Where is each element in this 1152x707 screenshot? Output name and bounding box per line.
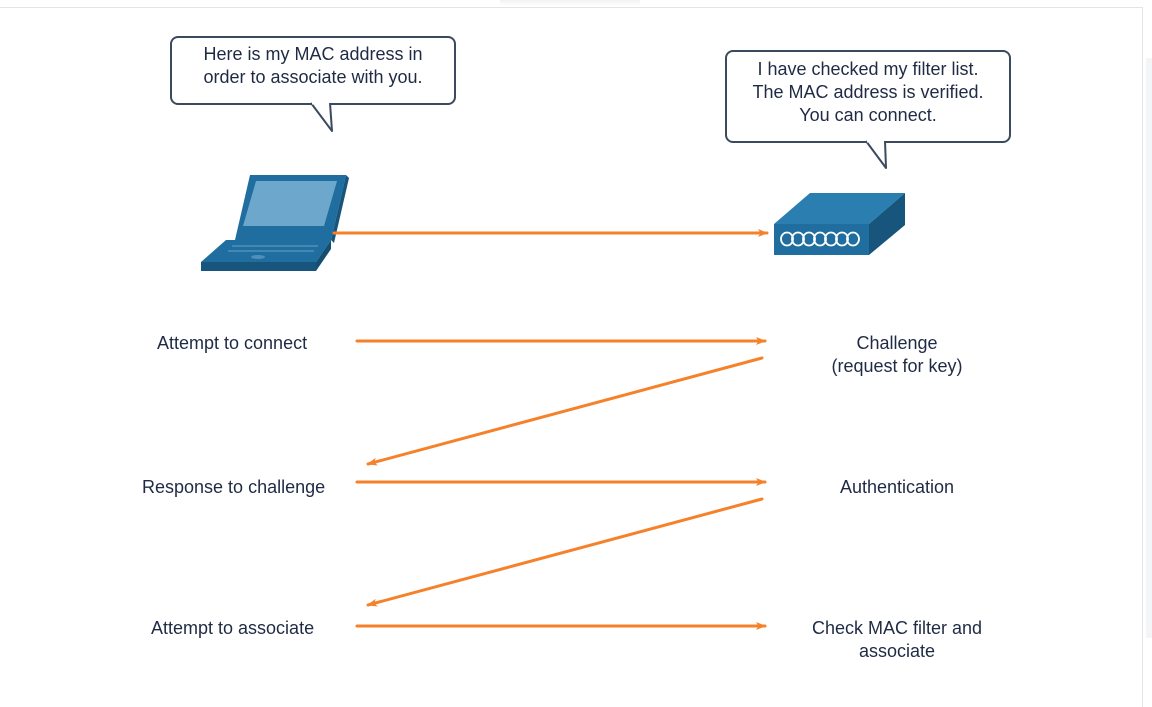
step-label-attempt-connect: Attempt to connect — [157, 333, 308, 353]
step-label-attempt-associate: Attempt to associate — [151, 618, 315, 638]
ap-bubble-line-1: I have checked my filter list. — [757, 59, 979, 79]
content-frame — [0, 7, 1143, 707]
ap-bubble-line-2: The MAC address is verified. — [752, 82, 984, 102]
step-label-challenge: Challenge (request for key) — [777, 332, 1017, 378]
check-mac-line-1: Check MAC filter and — [811, 618, 983, 638]
scrollbar[interactable] — [1146, 58, 1152, 638]
step-label-authentication: Authentication — [777, 476, 1017, 499]
top-shadow — [500, 0, 640, 6]
ap-speech-bubble — [725, 50, 1011, 169]
client-speech-bubble — [170, 36, 456, 132]
step-label-check-mac: Check MAC filter and associate — [777, 617, 1017, 663]
challenge-line-1: Challenge — [856, 333, 938, 353]
authentication-line-1: Authentication — [839, 477, 955, 497]
client-bubble-text: Here is my MAC address in order to assoc… — [172, 43, 454, 89]
laptop-icon — [201, 175, 349, 271]
client-bubble-line-2: order to associate with you. — [203, 67, 423, 87]
check-mac-line-2: associate — [858, 641, 936, 661]
arrow-authentication-return — [366, 497, 764, 607]
arrow-challenge-return — [366, 356, 764, 466]
client-bubble-line-1: Here is my MAC address in — [203, 44, 423, 64]
ap-bubble-line-3: You can connect. — [799, 105, 937, 125]
step-label-response-challenge: Response to challenge — [142, 477, 326, 497]
access-point-icon — [774, 193, 905, 255]
challenge-line-2: (request for key) — [831, 356, 963, 376]
ap-bubble-text: I have checked my filter list. The MAC a… — [727, 58, 1009, 127]
